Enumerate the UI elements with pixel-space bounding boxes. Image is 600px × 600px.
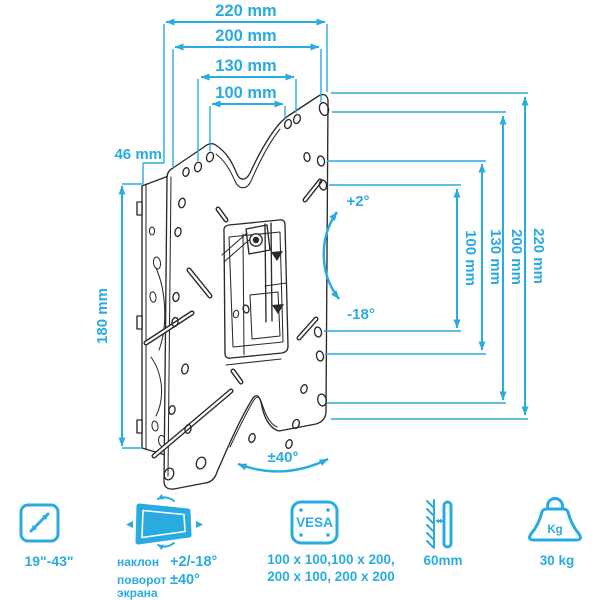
angle-label-tilt-down: -18° [347,306,375,323]
swivel-label-line2: экрана [117,586,158,600]
extension-lines [122,24,528,449]
swivel-angle-arc [237,457,329,473]
tilt-mechanism [221,222,287,366]
dim-label-right-220: 220 mm [530,228,547,284]
dim-label-top-200: 200 mm [215,27,276,45]
weight-value: 30 kg [540,553,575,568]
kg-badge-text: Kg [547,524,562,536]
dimension-lines [118,18,529,447]
dim-label-right-100: 100 mm [462,230,479,286]
angle-label-swivel: ±40° [268,449,299,466]
legend-screen-size: 19"-43" [19,503,74,569]
legend-row: 19"-43" наклон +2/-18° поворот экрана ±4… [19,493,582,600]
vesa-patterns-line2: 200 x 100, 200 x 200 [267,569,395,584]
dim-label-right-200: 200 mm [508,229,525,285]
tilt-value: +2/-18° [170,554,218,570]
dimension-annotations: 220 mm 200 mm 130 mm 100 mm 46 mm 180 mm… [94,2,547,473]
legend-movement: наклон +2/-18° поворот экрана ±40° [117,493,218,600]
vesa-badge-icon [290,500,339,545]
tilt-screen-icon [126,493,203,551]
swivel-value: ±40° [170,572,200,588]
bracket-drawing [136,93,330,490]
vesa-patterns-line1: 100 x 100,100 x 200, [267,552,395,567]
mounting-holes [163,101,330,481]
dim-label-top-130: 130 mm [215,57,276,75]
dim-label-top-220: 220 mm [215,2,276,20]
screen-size-value: 19"-43" [24,553,73,569]
legend-vesa: VESA 100 x 100,100 x 200, 200 x 100, 200… [267,500,395,584]
dim-label-depth: 46 mm [114,146,162,163]
legend-wall-distance: 60mm [423,499,463,568]
angle-label-tilt-up: +2° [346,193,369,210]
plate-slots [186,178,323,385]
diagonal-size-icon [19,503,60,543]
support-arms [143,310,234,459]
swivel-label-line1: поворот [117,573,166,587]
legend-weight: Kg 30 kg [528,497,582,568]
kettlebell-icon: Kg [528,497,582,542]
dim-label-height: 180 mm [94,288,111,344]
wall-distance-value: 60mm [423,553,462,568]
vesa-badge-text: VESA [296,515,333,530]
tilt-angle-arc [322,211,340,300]
front-plate [143,93,330,490]
dim-label-right-130: 130 mm [487,229,504,285]
tilt-label: наклон [117,555,159,569]
wall-distance-icon [426,499,453,549]
dim-label-top-100: 100 mm [215,84,276,102]
